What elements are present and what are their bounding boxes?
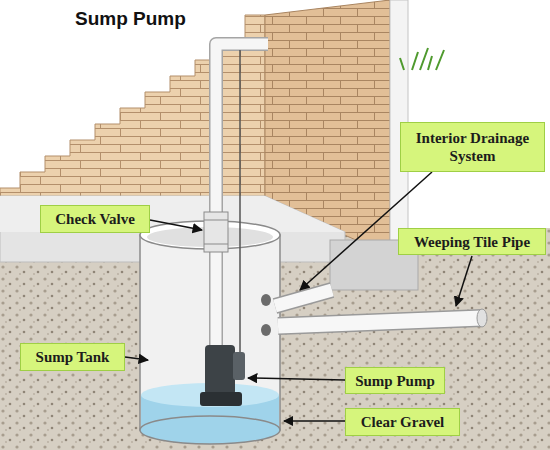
label-box: Weeping Tile Pipe — [398, 228, 546, 255]
label-box: Interior Drainage System — [400, 122, 545, 172]
drain-pipe-outline — [275, 290, 332, 306]
leader-line — [284, 420, 345, 422]
label-box: Check Valve — [40, 205, 150, 233]
leader-line — [150, 220, 202, 230]
tile-pipe-outline — [278, 318, 482, 326]
part-label: Weeping Tile Pipe — [414, 233, 530, 251]
tank-hole — [261, 294, 271, 306]
label-box: Clear Gravel — [345, 408, 460, 436]
tank-hole — [261, 324, 271, 336]
leader-line — [456, 256, 472, 306]
pump-base — [200, 392, 242, 406]
leader-line — [248, 378, 345, 380]
label-box: Sump Pump — [345, 367, 445, 394]
grass — [400, 48, 444, 70]
interior-drain-pipe — [275, 290, 332, 306]
pipe-end — [477, 309, 487, 327]
part-label: Sump Tank — [36, 348, 110, 366]
pump-body — [205, 345, 235, 395]
check-valve — [204, 212, 228, 252]
tank-bottom — [140, 416, 280, 444]
leader-line — [125, 357, 148, 360]
label-box: Sump Tank — [20, 343, 125, 371]
weeping-tile-pipe — [278, 318, 482, 326]
pump-float — [233, 352, 245, 380]
power-cord — [239, 50, 241, 352]
part-label: Interior Drainage System — [405, 129, 540, 165]
valve-bands — [204, 220, 228, 244]
part-label: Clear Gravel — [361, 413, 444, 431]
part-label: Sump Pump — [355, 372, 435, 390]
part-label: Check Valve — [55, 210, 135, 228]
diagram-title: Sump Pump — [75, 8, 186, 30]
